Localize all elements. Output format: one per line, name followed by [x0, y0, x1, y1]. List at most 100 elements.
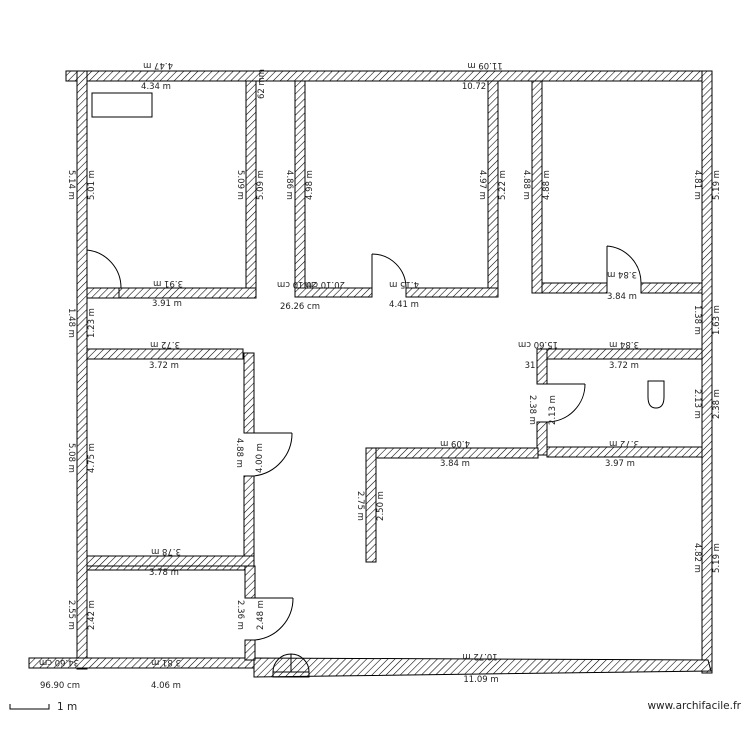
dim-label: 15.60 cm — [518, 339, 558, 349]
wall-r2-bottom-a — [294, 287, 373, 298]
dim-label: 2.13 m — [548, 395, 558, 425]
dim-label: 3.81 m — [151, 657, 181, 667]
dim-label: 1.63 m — [712, 305, 722, 335]
dim-label: 3.84 m — [607, 269, 637, 279]
wall-outer-left — [76, 70, 88, 670]
wall-r4-right-a — [243, 352, 255, 434]
dimension-labels: 4.47 m 4.34 m 11.09 m 10.72 62 mm 5.14 m… — [39, 60, 722, 691]
wall-r5-right-b — [244, 639, 256, 661]
scale-bar: 1 m — [9, 701, 77, 713]
dim-label: 96.90 cm — [40, 681, 80, 691]
dim-label: 4.97 m — [477, 170, 487, 200]
dim-label: 3.84 m — [609, 339, 639, 349]
dim-label: 2.50 m — [376, 491, 386, 521]
wall-bath-top — [545, 348, 703, 360]
dim-label: 5.14 m — [66, 170, 76, 200]
wall-outer-right — [701, 70, 713, 674]
dim-label: 62 mm — [257, 69, 267, 99]
wall-living-left — [365, 447, 377, 563]
dim-label: 2.38 m — [712, 389, 722, 419]
wall-r4-bottom — [86, 555, 255, 567]
wall-r1-bottom-a — [86, 287, 120, 299]
door-r2 — [371, 253, 407, 289]
door-r4 — [253, 432, 293, 477]
wall-bath-left-a — [536, 348, 548, 385]
dim-label: 2.13 m — [692, 389, 702, 419]
wall-bath-bottom — [546, 446, 703, 458]
dim-label: 3.78 m — [151, 546, 181, 556]
dim-label: 4.15 m — [389, 279, 419, 289]
door-bath — [546, 383, 586, 423]
dim-label: 4.86 m — [284, 170, 294, 200]
dim-label: 5.09 m — [256, 170, 266, 200]
dim-label: 2.55 m — [66, 600, 76, 630]
wall-r2-bottom-b — [405, 287, 499, 298]
dim-label: 3.91 m — [153, 278, 183, 288]
dim-label: 20.10 cm — [277, 279, 317, 289]
dim-label: 3.78 m — [149, 568, 179, 578]
dim-label: 3.72 m — [150, 339, 180, 349]
wall-r1-bottom-b — [118, 287, 257, 299]
dim-label: 31 — [525, 361, 536, 371]
wall-bath-left-b — [536, 421, 548, 456]
dim-label: 10.72 — [462, 82, 486, 92]
dim-label: 4.88 m — [521, 170, 531, 200]
dim-label: 1.38 m — [692, 305, 702, 335]
dim-label: 2.38 m — [527, 395, 537, 425]
dim-label: 4.98 m — [305, 170, 315, 200]
wall-outer-bottom-right — [253, 657, 712, 678]
dim-label: 20.10 cm — [305, 279, 345, 289]
dim-label: 34.60 cm — [39, 657, 79, 667]
door-r3 — [606, 245, 642, 284]
dim-label: 4.81 m — [692, 170, 702, 200]
wall-r1-right — [245, 80, 257, 299]
dim-label: 10.72 m — [462, 651, 497, 661]
wall-outer-top — [65, 70, 713, 82]
wall-r2-left — [294, 80, 306, 298]
doors — [86, 245, 642, 678]
wall-r5-right-a — [244, 565, 256, 599]
walls — [28, 70, 713, 678]
dim-label: 3.72 m — [609, 361, 639, 371]
dim-label: 3.91 m — [152, 299, 182, 309]
wall-r4-top — [86, 348, 244, 360]
dim-label: 2.42 m — [87, 600, 97, 630]
scale-label: 1 m — [57, 701, 77, 713]
dim-label: 3.84 m — [607, 292, 637, 302]
credit-text: www.archifacile.fr — [647, 700, 741, 712]
dim-label: 11.09 m — [467, 60, 502, 70]
dim-label: 3.97 m — [605, 459, 635, 469]
dim-label: 4.47 m — [143, 60, 173, 70]
dim-label: 5.08 m — [66, 443, 76, 473]
dim-label: 4.75 m — [87, 443, 97, 473]
dim-label: 4.34 m — [141, 82, 171, 92]
bed-furniture — [91, 92, 153, 118]
door-r5 — [254, 597, 294, 641]
dim-label: 5.19 m — [712, 170, 722, 200]
wall-living-top — [365, 447, 539, 459]
dim-label: 1.48 m — [66, 308, 76, 338]
dim-label: 5.01 m — [87, 170, 97, 200]
door-entry — [272, 653, 310, 678]
toilet-fixture — [647, 380, 665, 409]
wall-r3-bottom-b — [640, 282, 703, 294]
wall-r4-right-b — [243, 475, 255, 567]
dim-label: 4.00 m — [255, 443, 265, 473]
dim-label: 2.48 m — [256, 600, 266, 630]
dim-label: 5.09 m — [235, 170, 245, 200]
wall-r3-bottom-a — [541, 282, 608, 294]
dim-label: 5.22 m — [498, 170, 508, 200]
dim-label: 5.19 m — [712, 543, 722, 573]
dim-label: 3.72 m — [149, 361, 179, 371]
dim-label: 26.26 cm — [280, 302, 320, 312]
wall-r3-left — [531, 80, 543, 294]
dim-label: 1.23 m — [87, 308, 97, 338]
dim-label: 4.06 m — [151, 681, 181, 691]
dim-label: 2.75 m — [355, 491, 365, 521]
dim-label: 11.09 m — [463, 675, 498, 685]
wall-r2-right — [487, 80, 499, 298]
dim-label: 3.72 m — [609, 438, 639, 448]
dim-label: 2.36 m — [235, 600, 245, 630]
door-r1 — [86, 249, 122, 289]
